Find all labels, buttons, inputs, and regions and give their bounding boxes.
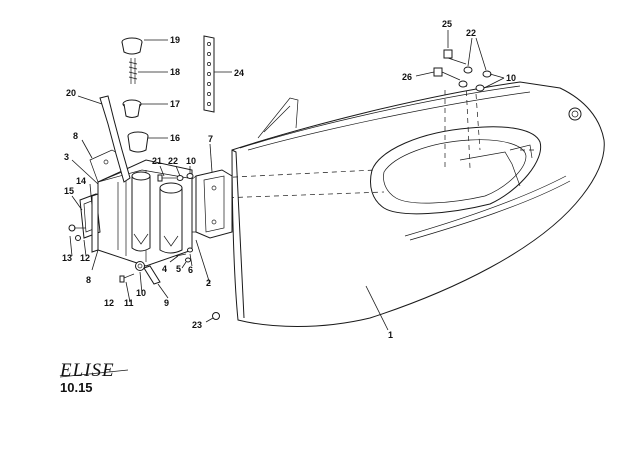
callout-15: 15 xyxy=(64,186,74,196)
stack-parts xyxy=(121,37,149,153)
callout-25: 25 xyxy=(442,19,452,29)
side-bracket xyxy=(68,193,101,253)
callout-21: 21 xyxy=(152,156,162,166)
callout-24: 24 xyxy=(234,68,244,78)
callout-5: 5 xyxy=(176,264,181,274)
callout-22-hinge: 22 xyxy=(168,156,178,166)
callout-18: 18 xyxy=(170,67,180,77)
section-reference: 10.15 xyxy=(60,380,93,395)
callout-6: 6 xyxy=(188,265,193,275)
callout-10-lower: 10 xyxy=(136,288,146,298)
callout-2: 2 xyxy=(206,278,211,288)
small-hardware xyxy=(119,173,220,320)
callout-1: 1 xyxy=(388,330,393,340)
callout-labels: 19 18 17 16 24 20 8 3 14 15 13 12 8 12 1… xyxy=(62,19,516,340)
callout-9: 9 xyxy=(164,298,169,308)
callout-8-upper: 8 xyxy=(73,131,78,141)
callout-3: 3 xyxy=(64,152,69,162)
callout-7: 7 xyxy=(208,134,213,144)
callout-23: 23 xyxy=(192,320,202,330)
hinge-body xyxy=(89,149,193,267)
callout-14: 14 xyxy=(76,176,86,186)
callout-10-door: 10 xyxy=(506,73,516,83)
callout-12-lower: 12 xyxy=(104,298,114,308)
callout-8-lower: 8 xyxy=(86,275,91,285)
callout-20: 20 xyxy=(66,88,76,98)
door-skin xyxy=(231,81,605,327)
callout-10-hinge: 10 xyxy=(186,156,196,166)
hinge-plate xyxy=(185,169,233,239)
brand-logo: ELISE xyxy=(59,360,115,381)
leader-lines xyxy=(69,30,505,331)
callout-19: 19 xyxy=(170,35,180,45)
callout-11: 11 xyxy=(124,298,134,308)
callout-16: 16 xyxy=(170,133,180,143)
callout-17: 17 xyxy=(170,99,180,109)
callout-12-left: 12 xyxy=(80,253,90,263)
callout-22-door: 22 xyxy=(466,28,476,38)
callout-26: 26 xyxy=(402,72,412,82)
door-fasteners xyxy=(433,49,492,92)
callout-13: 13 xyxy=(62,253,72,263)
strip-part xyxy=(203,35,215,113)
callout-4: 4 xyxy=(162,264,167,274)
brand-block: ELISE 10.15 xyxy=(59,360,129,395)
check-arm xyxy=(99,95,131,183)
hidden-lines xyxy=(214,81,535,199)
